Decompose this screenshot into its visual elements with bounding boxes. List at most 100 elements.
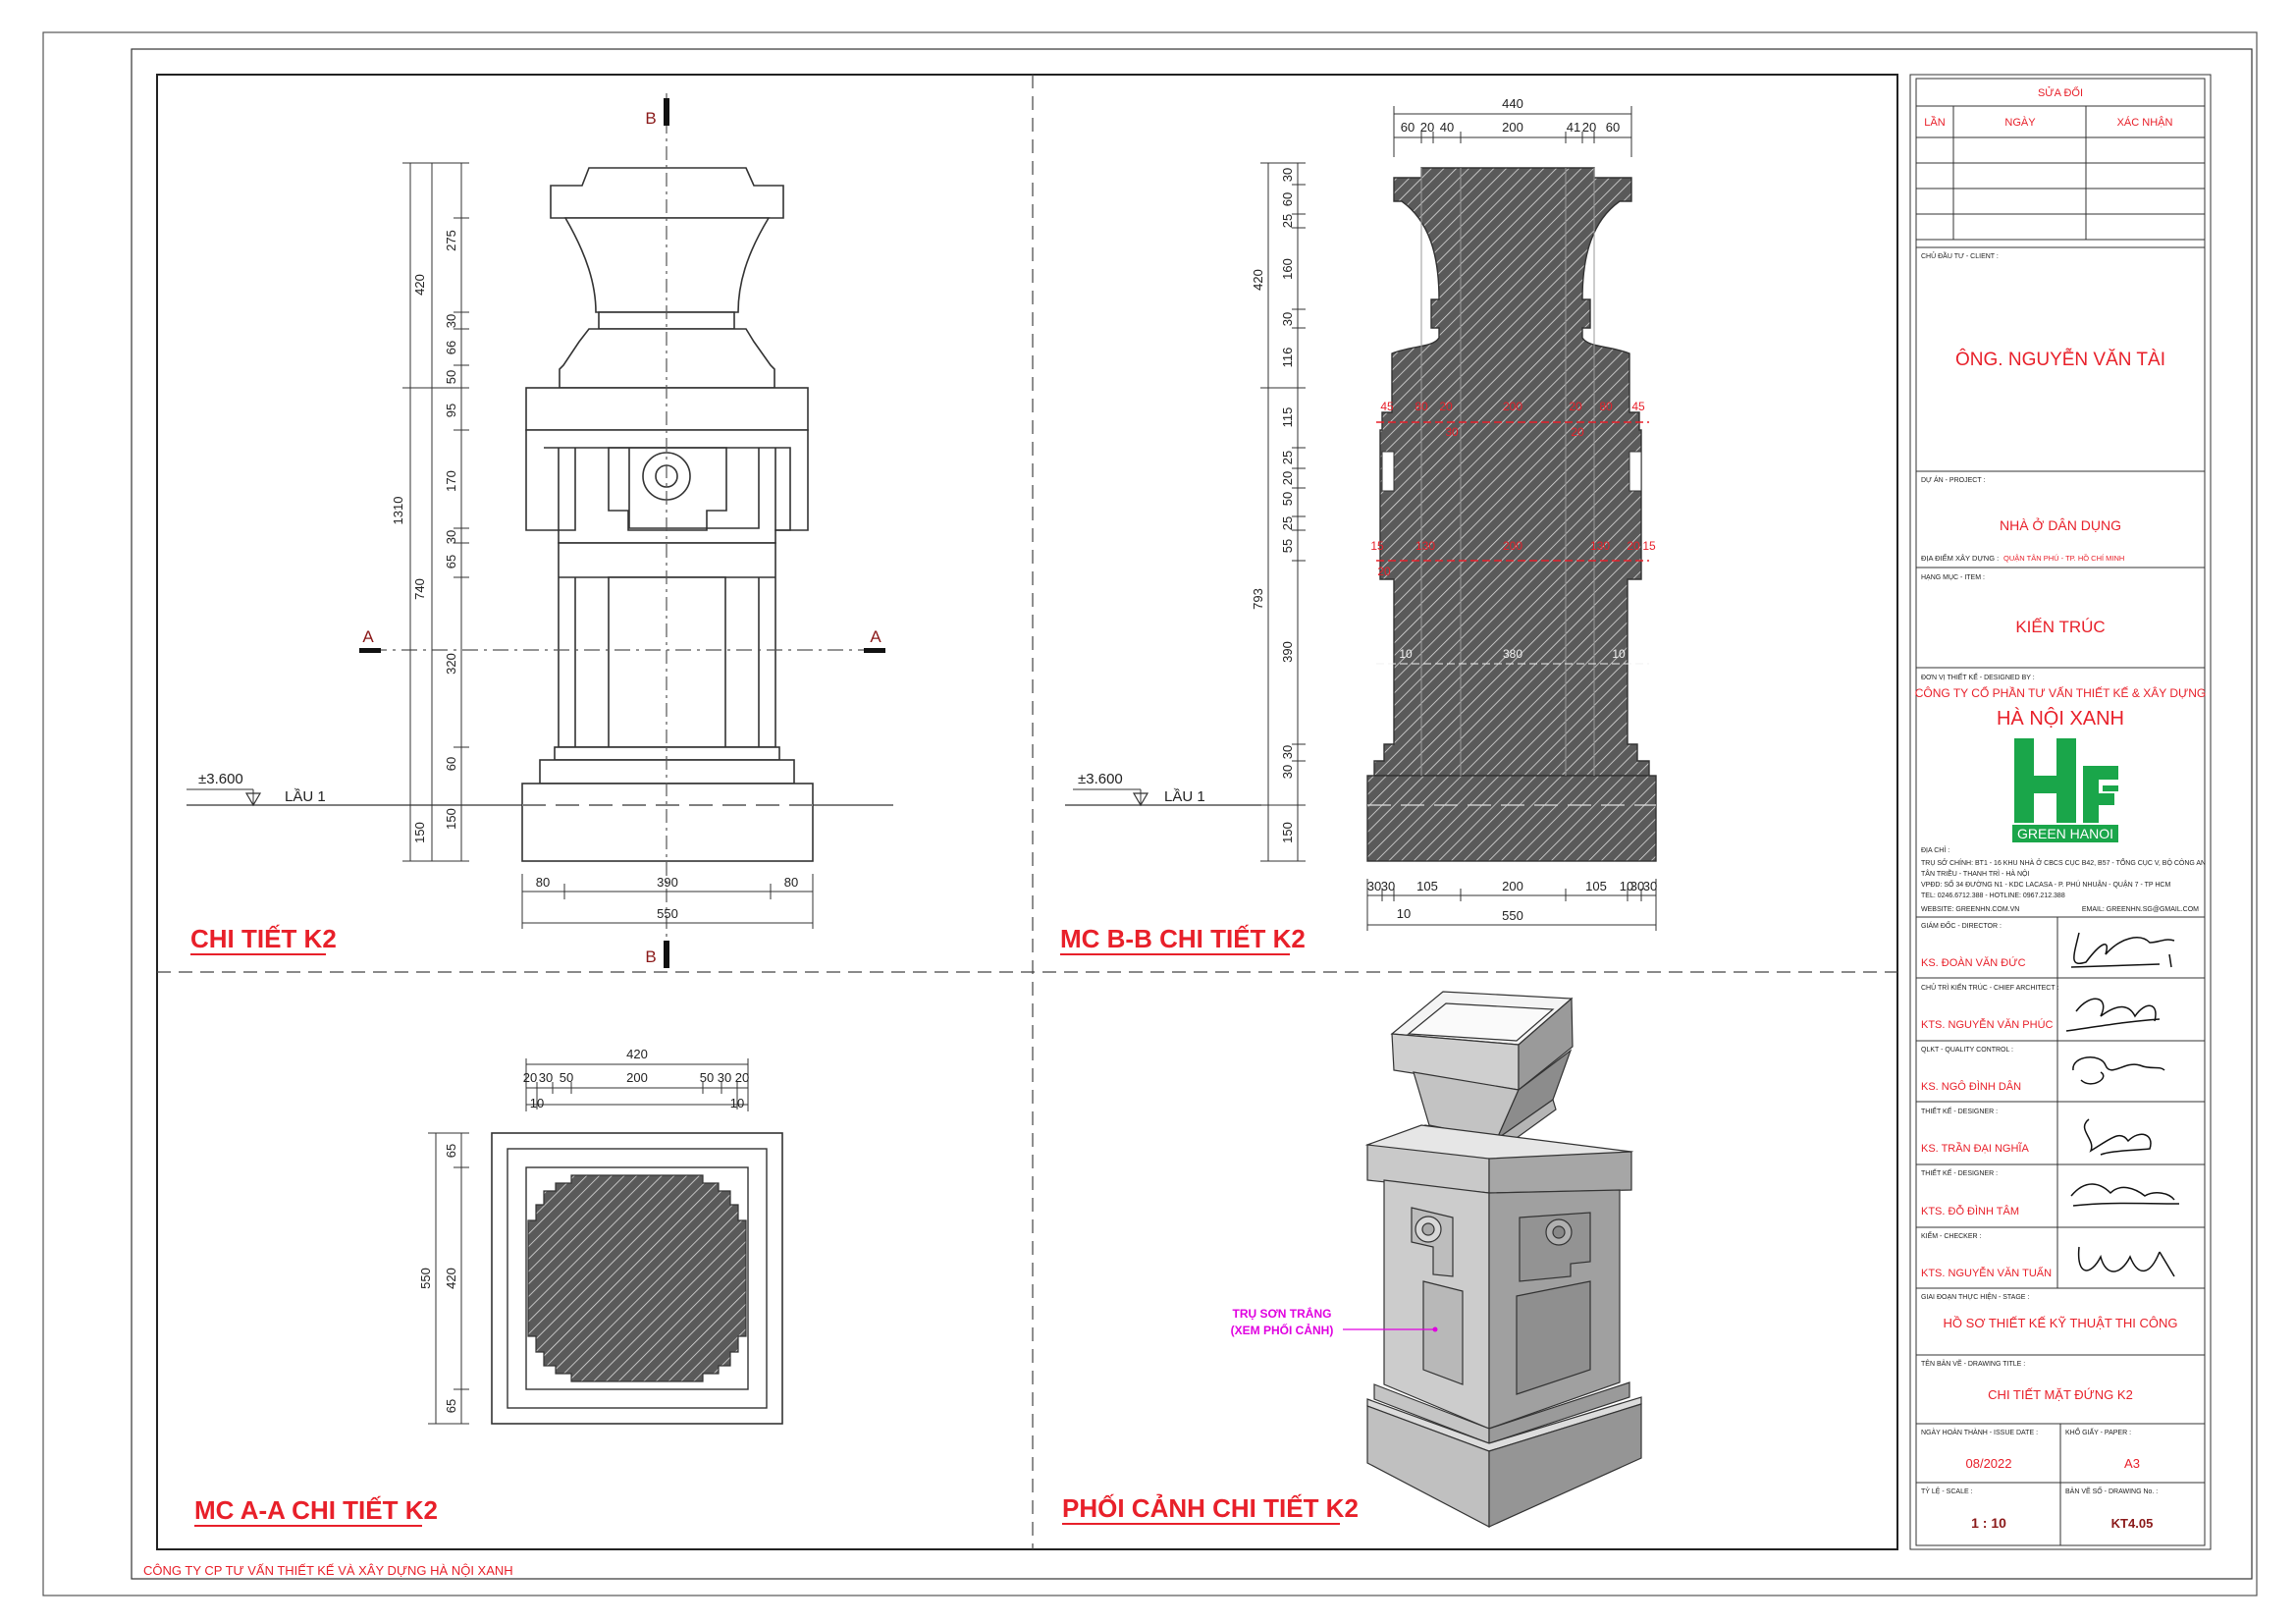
elevation-recess-frame bbox=[544, 447, 791, 531]
section-b-label-top: B bbox=[645, 109, 656, 128]
persp-base-right bbox=[1488, 1403, 1642, 1528]
section-bb-slot-right bbox=[1629, 451, 1642, 492]
bb-red-20e: 20 bbox=[1627, 539, 1640, 553]
bb-red-130a: 130 bbox=[1415, 539, 1435, 553]
aa-dim-10b: 10 bbox=[730, 1096, 744, 1110]
persp-collar-right bbox=[1488, 1151, 1632, 1194]
bb-dim-r55: 55 bbox=[1280, 539, 1295, 553]
staff-role-3: QLKT - QUALITY CONTROL : bbox=[1921, 1047, 2013, 1054]
staff-name-3: KS. NGÔ ĐÌNH DÂN bbox=[1921, 1080, 2021, 1093]
elev-dim-80-left: 80 bbox=[536, 875, 550, 890]
aa-dim-420v: 420 bbox=[444, 1268, 458, 1289]
elevation-dimensions bbox=[402, 162, 814, 929]
elev-dim-60: 60 bbox=[444, 757, 458, 771]
section-aa-dimensions bbox=[428, 1058, 749, 1425]
elev-dim-66: 66 bbox=[444, 341, 458, 354]
aa-dim-65a: 65 bbox=[444, 1144, 458, 1158]
aa-mid bbox=[507, 1148, 768, 1409]
elev-dim-550: 550 bbox=[657, 906, 678, 921]
bb-red-20a: 20 bbox=[1439, 400, 1453, 413]
section-bb-slot-left bbox=[1381, 451, 1395, 492]
bb-dim-b30c: 30 bbox=[1630, 879, 1644, 893]
bb-dim-r115: 115 bbox=[1280, 407, 1295, 428]
aa-dim-10a: 10 bbox=[530, 1096, 544, 1110]
section-aa-title: MC A-A CHI TIẾT K2 bbox=[194, 1495, 438, 1525]
aa-inner bbox=[525, 1166, 749, 1390]
perspective-note-line1: TRỤ SƠN TRẮNG bbox=[1233, 1306, 1332, 1321]
aa-dim-50a: 50 bbox=[560, 1070, 573, 1085]
elevation-level-value: ±3.600 bbox=[198, 771, 243, 787]
staff-name-6: KTS. NGUYỄN VĂN TUẤN bbox=[1921, 1267, 2052, 1279]
section-b-label-bottom: B bbox=[645, 947, 656, 966]
address-line2: TÂN TRIỀU - THANH TRÌ - HÀ NỘI bbox=[1921, 868, 2030, 878]
bb-dim-r25c: 25 bbox=[1280, 516, 1295, 530]
bb-red-200b: 200 bbox=[1503, 539, 1522, 553]
bb-dim-r30c: 30 bbox=[1280, 745, 1295, 759]
bb-red-80a: 80 bbox=[1415, 400, 1428, 413]
bb-dim-r390: 390 bbox=[1280, 641, 1295, 663]
address-label: ĐỊA CHỈ : bbox=[1921, 845, 1949, 854]
rev-col-date: NGÀY bbox=[2004, 116, 2036, 129]
revision-header: SỬA ĐỔI bbox=[2038, 86, 2083, 99]
phone: TEL: 0246.6712.388 - HOTLINE: 0967.212.3… bbox=[1921, 893, 2065, 899]
elev-dim-150-left: 150 bbox=[412, 822, 427, 843]
footer-company: CÔNG TY CP TƯ VẤN THIẾT KẾ VÀ XÂY DỰNG H… bbox=[143, 1563, 513, 1578]
elev-dim-30a: 30 bbox=[444, 314, 458, 328]
signature-designer-2 bbox=[2070, 1183, 2180, 1207]
staff-role-5: THIẾT KẾ - DESIGNER : bbox=[1921, 1167, 1998, 1177]
section-b-mark-top bbox=[664, 98, 669, 126]
bb-dim-20-right: 20 bbox=[1582, 120, 1596, 135]
stage-label: GIAI ĐOẠN THỰC HIỆN - STAGE : bbox=[1921, 1292, 2029, 1301]
company-logo: GREEN HANOI bbox=[2012, 738, 2118, 842]
persp-panel-left bbox=[1422, 1280, 1464, 1385]
logo-text: GREEN HANOI bbox=[2017, 826, 2113, 841]
bb-dim-b30d: 30 bbox=[1643, 879, 1657, 893]
section-a-label-right: A bbox=[870, 627, 881, 646]
elevation-title: CHI TIẾT K2 bbox=[190, 924, 337, 953]
bb-red-45b: 45 bbox=[1631, 400, 1645, 413]
address-line1: TRỤ SỞ CHÍNH: BT1 - 16 KHU NHÀ Ở CBCS CỤ… bbox=[1921, 858, 2206, 867]
drawing-no-label: BẢN VẼ SỐ - DRAWING No. : bbox=[2065, 1486, 2158, 1495]
signature-checker bbox=[2077, 1246, 2175, 1277]
drawing-area-frame bbox=[156, 74, 1898, 1550]
item-value: KIẾN TRÚC bbox=[2015, 618, 2105, 636]
section-bb-body bbox=[1373, 167, 1650, 777]
persp-plinth-right bbox=[1488, 1381, 1630, 1444]
section-a-label-left: A bbox=[362, 627, 374, 646]
staff-role-6: KIỂM - CHECKER : bbox=[1921, 1231, 1982, 1240]
section-bb-title: MC B-B CHI TIẾT K2 bbox=[1060, 924, 1306, 953]
bb-dim-r116: 116 bbox=[1280, 348, 1295, 368]
section-bb-view bbox=[1366, 167, 1657, 862]
outer-frame bbox=[42, 31, 2258, 1596]
bb-red-20d: 20 bbox=[1377, 565, 1391, 578]
bb-red-20b: 20 bbox=[1569, 400, 1582, 413]
bb-red-20c: 20 bbox=[1571, 425, 1584, 439]
elev-dim-170: 170 bbox=[444, 470, 458, 492]
elevation-base bbox=[521, 783, 814, 862]
aa-dim-20a: 20 bbox=[523, 1070, 537, 1085]
bb-dim-b10: 10 bbox=[1620, 879, 1633, 893]
perspective-view bbox=[1364, 991, 1642, 1528]
elev-dim-390: 390 bbox=[657, 875, 678, 890]
elev-dim-65: 65 bbox=[444, 555, 458, 568]
bb-mid-10b: 10 bbox=[1612, 647, 1626, 661]
elev-dim-320: 320 bbox=[444, 653, 458, 675]
staff-name-2: KTS. NGUYỄN VĂN PHÚC bbox=[1921, 1018, 2054, 1031]
section-a-mark-right bbox=[864, 648, 885, 653]
aa-dim-200: 200 bbox=[626, 1070, 648, 1085]
issue-date-value: 08/2022 bbox=[1966, 1456, 2012, 1471]
section-aa-view bbox=[491, 1132, 783, 1425]
paper-value: A3 bbox=[2124, 1456, 2140, 1471]
inner-frame bbox=[131, 48, 2253, 1580]
bb-dim-20-left: 20 bbox=[1420, 120, 1434, 135]
bb-dim-b10-low: 10 bbox=[1397, 906, 1411, 921]
bb-dim-b105a: 105 bbox=[1416, 879, 1438, 893]
elev-dim-420: 420 bbox=[412, 274, 427, 296]
bb-red-45a: 45 bbox=[1380, 400, 1394, 413]
elevation-level-marker: ±3.600 LẦU 1 bbox=[187, 771, 326, 807]
section-bb-level-marker: ±3.600 LẦU 1 bbox=[1073, 771, 1205, 807]
bb-red-30: 30 bbox=[1445, 425, 1459, 439]
bb-dim-r20: 20 bbox=[1280, 471, 1295, 485]
section-bb-mid-dims: 10 380 10 bbox=[1399, 647, 1626, 661]
